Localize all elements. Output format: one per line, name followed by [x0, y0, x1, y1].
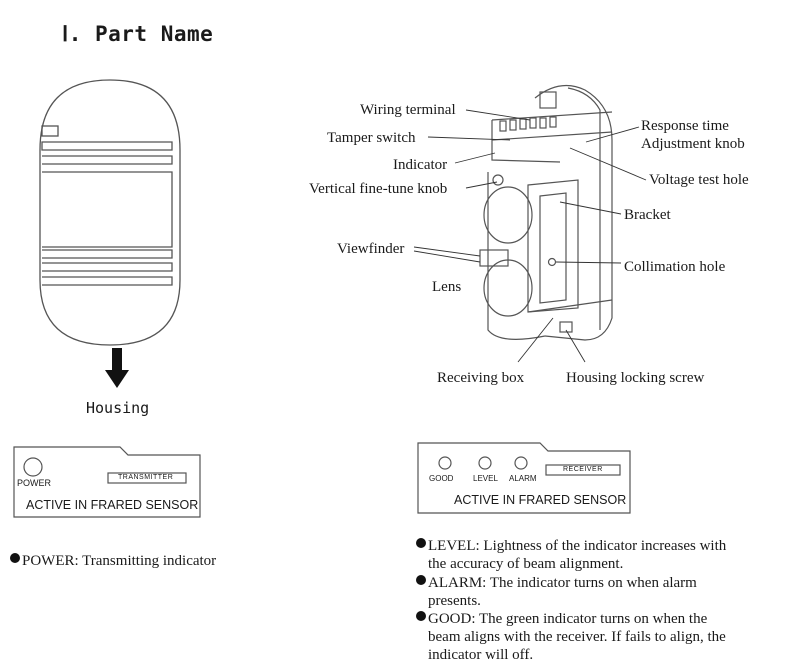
bullet-icon — [416, 611, 426, 621]
down-arrow-icon — [105, 348, 129, 388]
power-indicator-label: POWER — [17, 478, 52, 488]
bullet-icon — [416, 538, 426, 548]
housing-tab — [41, 125, 59, 137]
good-indicator-label: GOOD — [429, 474, 454, 483]
housing-label: Housing — [86, 399, 150, 417]
good-note: GOOD: The green indicator turns on when … — [416, 611, 707, 627]
detector-unit — [479, 84, 613, 341]
good-note-line-1: GOOD: The green indicator turns on when … — [428, 611, 708, 627]
housing-rib-5 — [42, 276, 173, 286]
transmitter-sensor-name: ACTIVE IN FRARED SENSOR — [26, 498, 199, 512]
bracket-label: Bracket — [624, 207, 671, 223]
transmitter-panel-outline — [13, 446, 201, 518]
receiver-sensor-name: ACTIVE IN FRARED SENSOR — [454, 493, 627, 507]
receiving-box-label: Receiving box — [437, 370, 525, 386]
level-note-line-1: LEVEL: Lightness of the indicator increa… — [428, 538, 727, 554]
lens-label: Lens — [432, 279, 462, 295]
viewfinder-label: Viewfinder — [337, 241, 405, 257]
collimation-hole-label: Collimation hole — [624, 259, 726, 275]
good-note-line-3: indicator will off. — [428, 647, 534, 663]
housing-rib-4 — [42, 262, 173, 272]
housing-window — [42, 171, 173, 248]
alarm-note: ALARM: The indicator turns on when alarm — [416, 575, 697, 591]
level-note: LEVEL: Lightness of the indicator increa… — [416, 538, 726, 554]
leader-lines — [413, 109, 647, 363]
level-indicator-label: LEVEL — [473, 474, 498, 483]
housing-rib-1 — [41, 141, 173, 151]
page-title: Ⅰ. Part Name — [62, 22, 214, 46]
receiver-panel-outline — [417, 442, 631, 514]
indicator-label: Indicator — [393, 157, 448, 173]
housing-outline — [39, 79, 181, 346]
alarm-indicator-label: ALARM — [509, 474, 537, 483]
bullet-icon — [10, 553, 20, 563]
voltage-test-hole-label: Voltage test hole — [649, 172, 749, 188]
housing-locking-screw-label: Housing locking screw — [566, 370, 705, 386]
alarm-note-line-1: ALARM: The indicator turns on when alarm — [428, 575, 697, 591]
alarm-note-line-2: presents. — [428, 593, 481, 609]
wiring-terminal-label: Wiring terminal — [360, 102, 456, 118]
vertical-knob-label: Vertical fine-tune knob — [309, 181, 448, 197]
level-note-line-2: the accuracy of beam alignment. — [428, 556, 624, 572]
receiver-tag: RECEIVER — [563, 466, 603, 473]
housing-rib-2 — [42, 155, 173, 165]
tamper-switch-label: Tamper switch — [327, 130, 416, 146]
power-note: POWER: Transmitting indicator — [10, 553, 216, 569]
response-time-label-1: Response time — [641, 118, 729, 134]
bullet-icon — [416, 575, 426, 585]
power-note-text: POWER: Transmitting indicator — [22, 553, 217, 569]
response-time-label-2: Adjustment knob — [641, 136, 745, 152]
housing-rib-3 — [42, 249, 173, 259]
good-note-line-2: beam aligns with the receiver. If fails … — [428, 629, 726, 645]
transmitter-tag: TRANSMITTER — [118, 474, 174, 481]
